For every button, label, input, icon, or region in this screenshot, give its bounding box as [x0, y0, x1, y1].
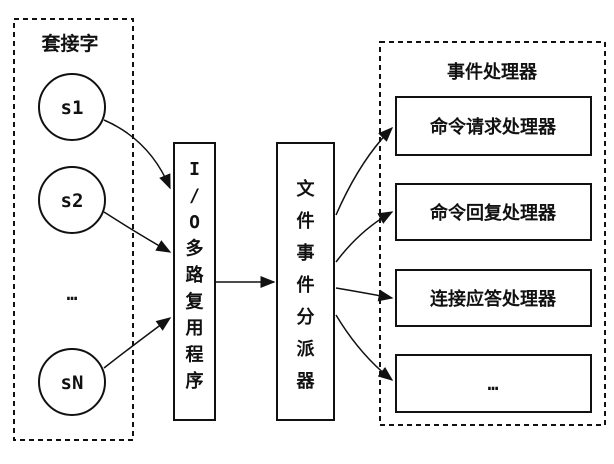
label-char: 复 [185, 291, 205, 313]
label-char: 多 [186, 238, 204, 260]
handlers-group [379, 41, 606, 426]
dispatcher-box [276, 142, 335, 421]
label-char: 派 [297, 339, 316, 360]
svg-text:sN: sN [61, 372, 84, 394]
handler-ellipsis: … [395, 354, 592, 413]
socket-arrows [103, 119, 172, 369]
label-char: 件 [297, 210, 315, 232]
label-char: 件 [297, 274, 315, 296]
label-char: I [189, 159, 200, 180]
svg-text:连接应答处理器: 连接应答处理器 [430, 288, 557, 310]
label-char: 程 [186, 345, 204, 366]
label-char: 用 [186, 318, 204, 339]
sockets-title: 套接字 [40, 32, 98, 55]
handler-command-reply: 命令回复处理器 [395, 183, 592, 241]
label-char: 文 [297, 178, 316, 200]
svg-text:s1: s1 [61, 97, 84, 119]
label-char: 事 [297, 242, 315, 264]
label-char: 器 [296, 371, 316, 392]
label-char: 路 [186, 264, 205, 286]
socket-ellipsis: … [67, 284, 78, 305]
svg-text:s2: s2 [61, 190, 84, 212]
handler-command-request: 命令请求处理器 [395, 96, 592, 156]
handler-connection-accept: 连接应答处理器 [395, 269, 592, 327]
socket-s1: s1 [38, 73, 106, 141]
label-char: / [189, 186, 200, 207]
socket-s2: s2 [38, 166, 106, 234]
dispatcher-arrows [335, 126, 394, 381]
socket-sN: sN [38, 348, 106, 416]
label-char: O [189, 212, 200, 233]
svg-text:命令回复处理器: 命令回复处理器 [430, 202, 557, 224]
label-char: 序 [186, 370, 204, 392]
svg-text:…: … [488, 374, 499, 395]
label-char: 分 [297, 307, 315, 328]
svg-text:命令请求处理器: 命令请求处理器 [430, 116, 557, 138]
handlers-title: 事件处理器 [447, 61, 538, 83]
